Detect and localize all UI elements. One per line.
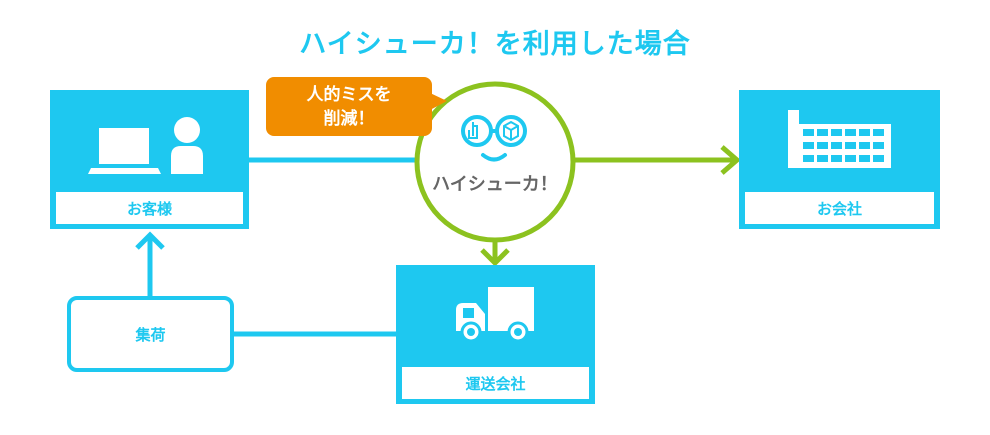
company-label: お会社	[745, 192, 934, 224]
arrow-head-customer	[135, 231, 165, 250]
callout-line-2: 削減！	[323, 108, 375, 129]
company-node: お会社	[739, 90, 940, 229]
customer-node: お客様	[50, 90, 249, 229]
building-icon	[788, 110, 891, 168]
callout-line-1: 人的ミスを	[306, 84, 392, 105]
customer-label: お客様	[56, 192, 243, 224]
callout-bubble: 人的ミスを 削減！	[266, 77, 432, 136]
arrow-head-carrier	[480, 248, 510, 267]
pickup-node: 集荷	[67, 296, 234, 372]
carrier-label: 運送会社	[402, 367, 589, 399]
arrow-head-company	[720, 145, 741, 175]
smile-face-icon	[461, 115, 527, 162]
diagram-title: ハイシューカ！を利用した場合	[299, 29, 691, 60]
laptop-user-icon	[88, 117, 203, 174]
hub-label: ハイシューカ！	[432, 174, 558, 195]
carrier-node: 運送会社	[396, 265, 595, 404]
truck-icon	[456, 287, 534, 343]
